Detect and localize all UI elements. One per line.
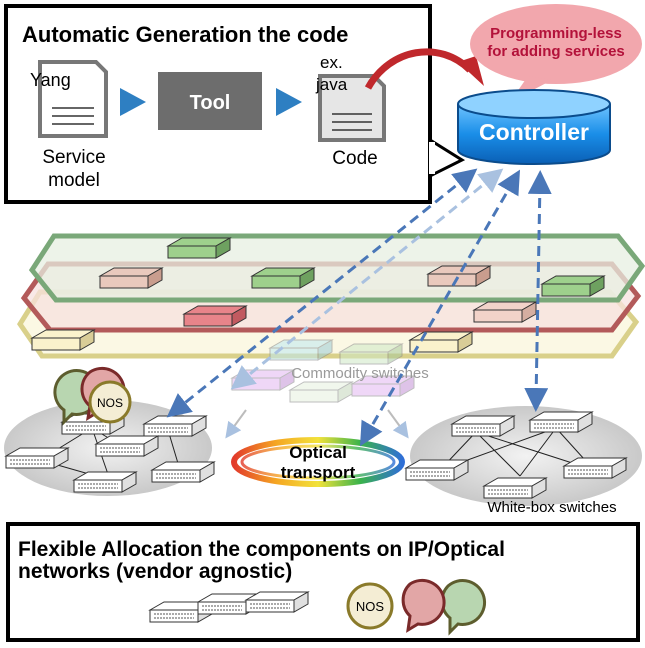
layer-switch bbox=[166, 237, 232, 259]
bottom-panel-title-line2: networks (vendor agnostic) bbox=[18, 560, 292, 583]
tool-label: Tool bbox=[190, 92, 231, 114]
layer-switch bbox=[98, 267, 164, 289]
link-arrow bbox=[225, 409, 247, 439]
link-arrow bbox=[387, 409, 409, 439]
callout-line2: for adding services bbox=[487, 43, 625, 60]
network-switch bbox=[95, 435, 159, 457]
controller-label: Controller bbox=[479, 119, 589, 145]
service-model-label-line2: model bbox=[48, 170, 100, 191]
optical-label-line1: Optical bbox=[289, 443, 347, 462]
layer-switch bbox=[408, 331, 474, 353]
bottom-panel bbox=[6, 522, 640, 642]
curved-arrow-icon bbox=[364, 48, 473, 90]
nos-bubble-group bbox=[346, 578, 487, 636]
network-switch bbox=[151, 461, 215, 483]
bottom-panel-title-line1: Flexible Allocation the components on IP… bbox=[18, 538, 505, 561]
layer-switch bbox=[540, 275, 606, 297]
code-label: Code bbox=[332, 148, 377, 169]
control-arrow-left bbox=[166, 168, 478, 418]
control-links bbox=[166, 168, 552, 447]
top-panel-title: Automatic Generation the code bbox=[22, 22, 348, 47]
network-switch bbox=[405, 459, 469, 481]
service-model-document-icon bbox=[38, 60, 108, 138]
network-switch bbox=[5, 447, 69, 469]
network-switch bbox=[563, 457, 627, 479]
flow-arrow-icon bbox=[276, 88, 302, 116]
code-example-line1: ex. bbox=[320, 53, 343, 72]
layer-switch bbox=[250, 267, 316, 289]
network-switch bbox=[529, 411, 593, 433]
tool-block bbox=[158, 72, 262, 130]
network-switch bbox=[451, 415, 515, 437]
layer-switch bbox=[426, 265, 492, 287]
control-arrow-right bbox=[524, 170, 552, 412]
nos-label: NOS bbox=[356, 599, 385, 614]
curved-arrow-head-icon bbox=[458, 56, 484, 86]
layer-switch bbox=[182, 305, 248, 327]
layer-switch bbox=[30, 329, 96, 351]
network-switch bbox=[483, 477, 547, 499]
nos-bubble-group bbox=[53, 366, 132, 426]
whitebox-switches-label: White-box switches bbox=[487, 499, 616, 516]
service-model-label-line1: Service bbox=[42, 147, 105, 168]
network-switch bbox=[73, 471, 137, 493]
code-example-line2: java bbox=[315, 75, 348, 94]
yang-label: Yang bbox=[30, 70, 71, 90]
network-switch bbox=[143, 415, 207, 437]
callout-line1: Programming-less bbox=[490, 25, 622, 42]
optical-transport-ring bbox=[231, 437, 405, 487]
commodity-switches-label: Commodity switches bbox=[291, 365, 429, 382]
controller-cylinder bbox=[457, 89, 611, 165]
flow-arrow-icon bbox=[120, 88, 146, 116]
optical-label-line2: transport bbox=[281, 463, 356, 482]
network-switch bbox=[245, 591, 309, 613]
control-arrow-optical bbox=[359, 169, 521, 447]
code-document-icon bbox=[318, 74, 386, 142]
layer-switch bbox=[472, 301, 538, 323]
nos-label: NOS bbox=[97, 396, 123, 410]
